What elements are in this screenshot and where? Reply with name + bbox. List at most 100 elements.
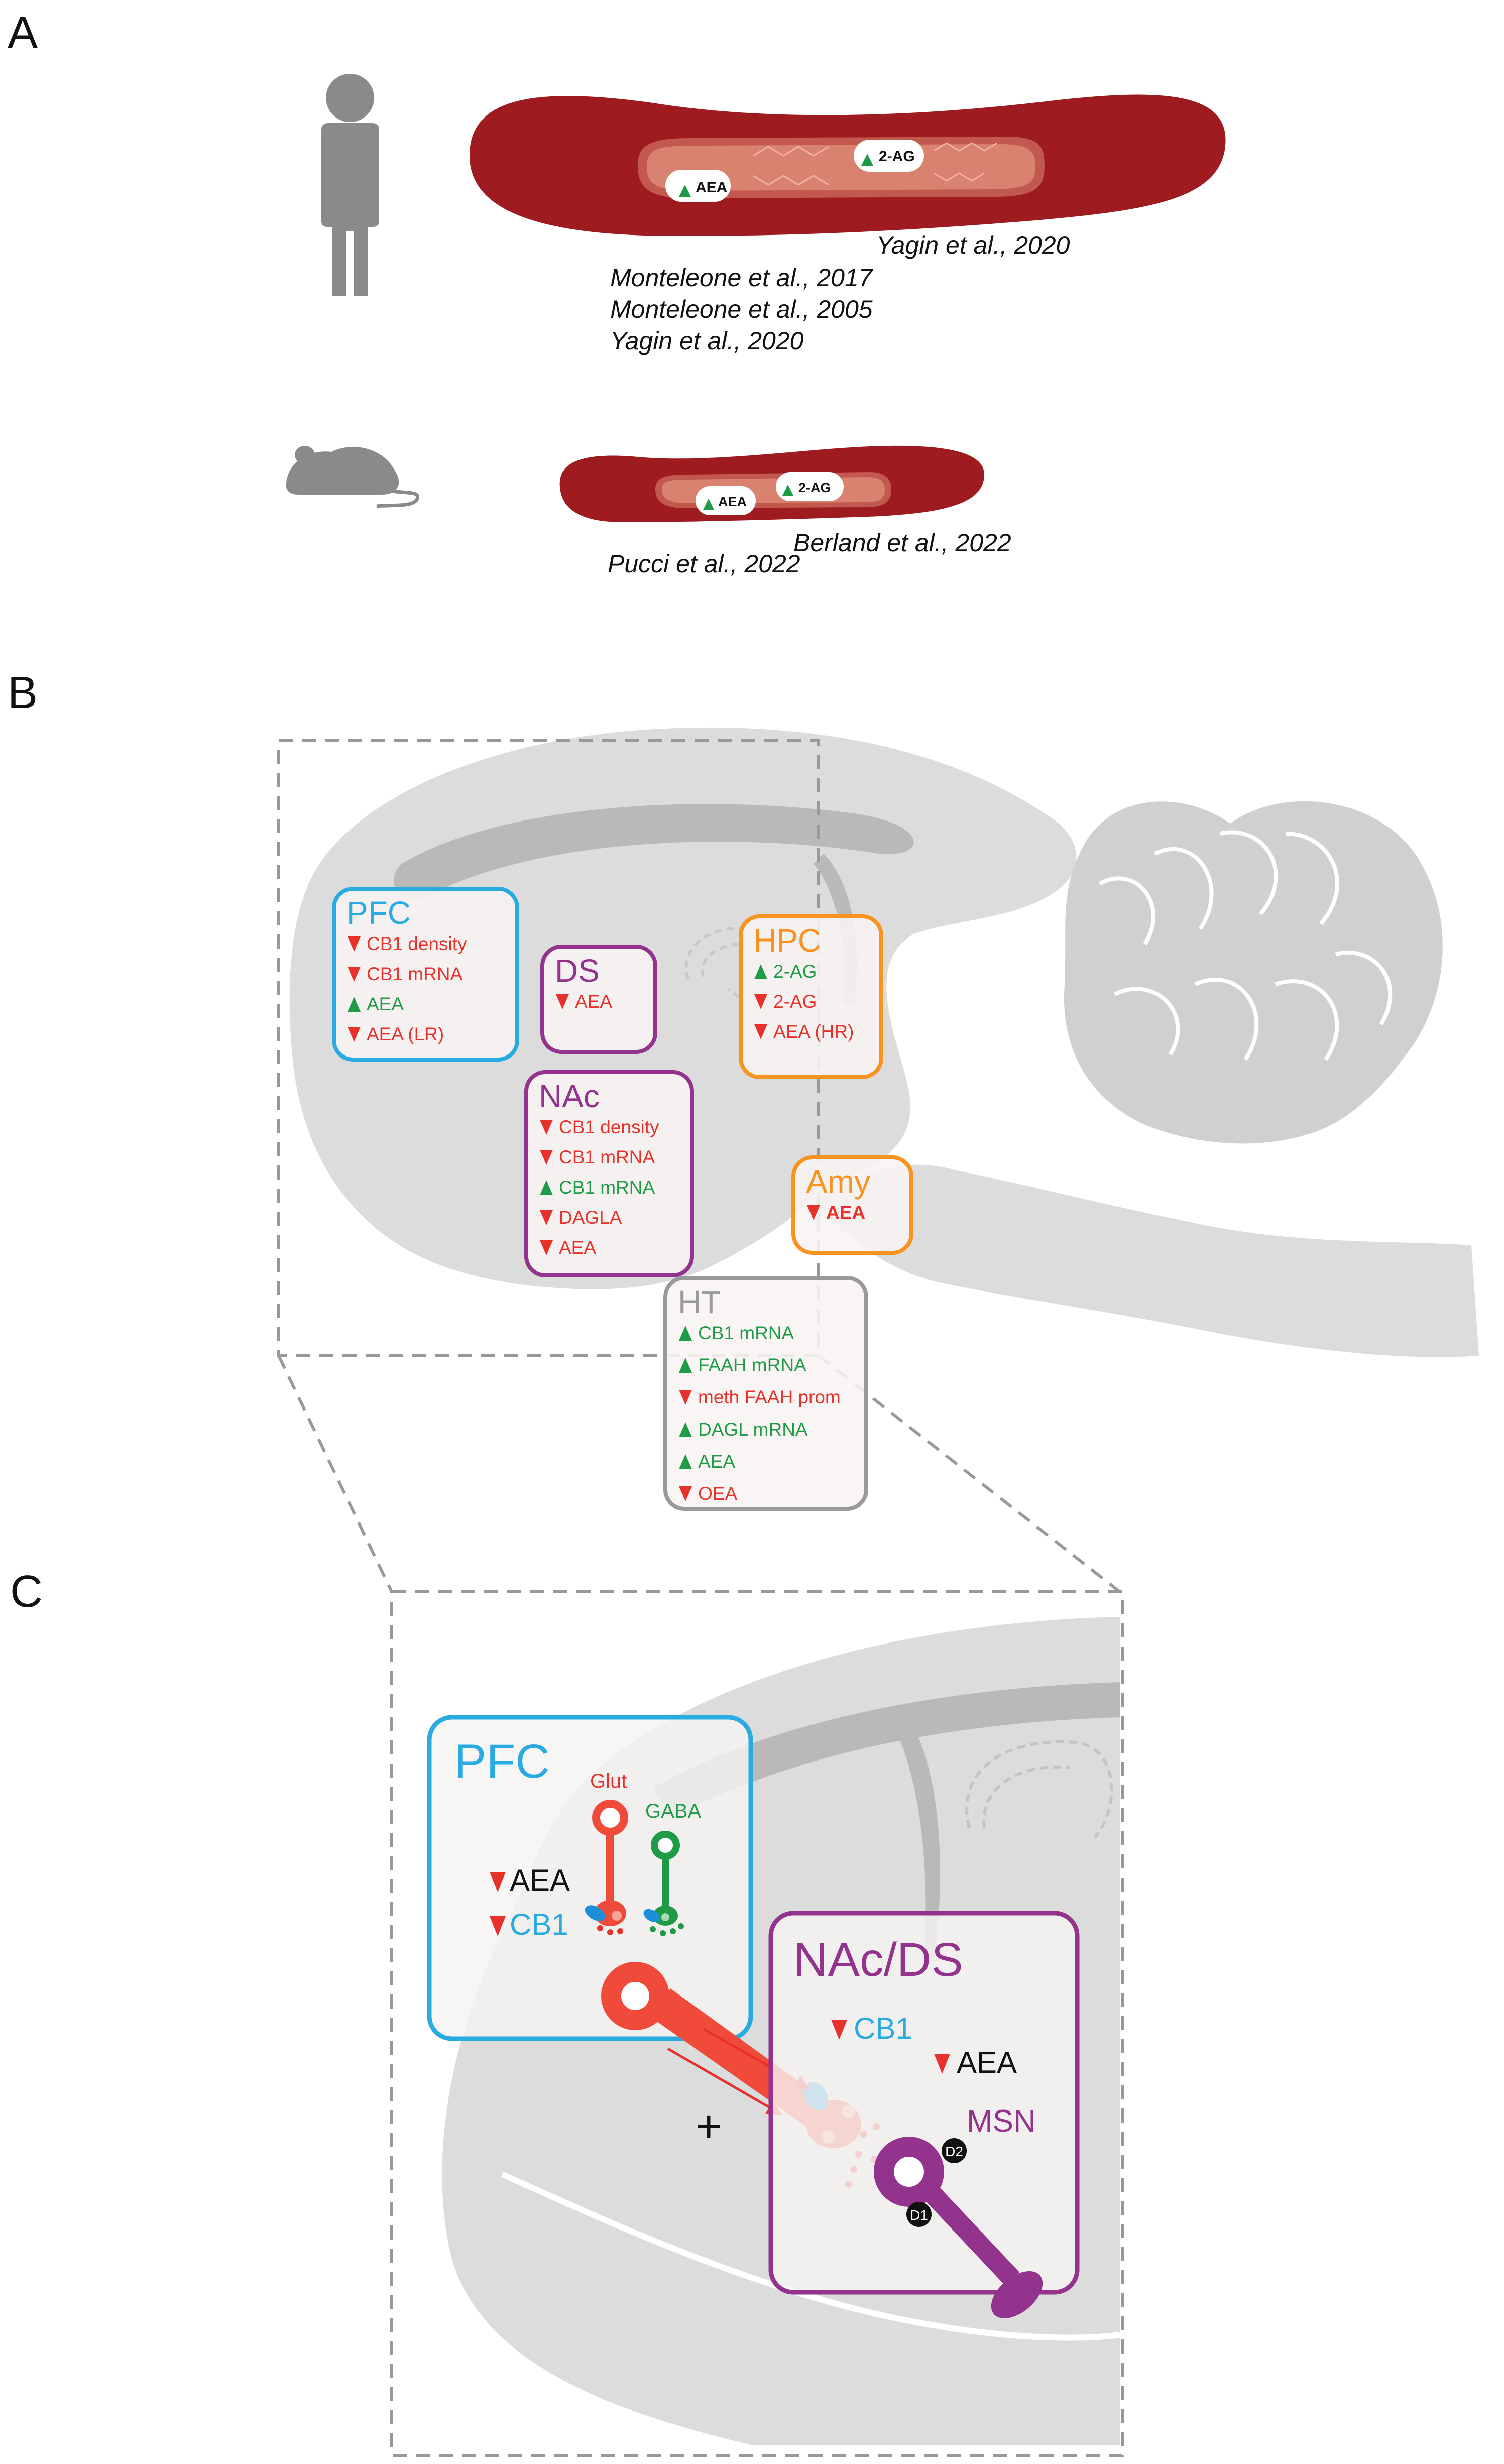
- gaba-neuron: [651, 1831, 680, 1926]
- up-arrow-icon: [861, 154, 873, 166]
- citation: Pucci et al., 2022: [608, 550, 800, 578]
- human-blood-vessel: [470, 94, 1226, 237]
- region-item-label: DAGLA: [559, 1207, 622, 1228]
- mouse-icon: [286, 446, 419, 508]
- region-item-label: CB1 mRNA: [559, 1147, 655, 1167]
- up-arrow-icon: [754, 964, 767, 979]
- pfc-cb1-label: CB1: [510, 1908, 568, 1941]
- mouse-2ag-pill: 2-AG: [776, 472, 844, 501]
- region-item-label: CB1 mRNA: [698, 1323, 794, 1343]
- cb1-receptor-icon: [585, 1905, 606, 1921]
- region-title: NAc: [539, 1078, 600, 1114]
- region-item-label: AEA (LR): [367, 1024, 444, 1044]
- down-arrow-icon: [934, 2054, 950, 2074]
- pfc-title: PFC: [454, 1735, 550, 1788]
- region-title: DS: [555, 953, 600, 989]
- nacds-box: [768, 1911, 1080, 2295]
- region-item-label: OEA: [698, 1483, 737, 1504]
- msn-neuron: [874, 2137, 1043, 2318]
- down-arrow-icon: [348, 967, 361, 982]
- down-arrow-icon: [679, 1390, 692, 1405]
- citation: Berland et al., 2022: [793, 529, 1011, 557]
- region-item-label: AEA: [575, 991, 612, 1012]
- gaba-label: GABA: [645, 1800, 701, 1822]
- up-arrow-icon: [679, 185, 691, 197]
- human-icon: [321, 74, 379, 296]
- region-item-label: CB1 mRNA: [559, 1177, 655, 1198]
- down-arrow-icon: [754, 1024, 767, 1039]
- svg-text:AEA: AEA: [718, 494, 747, 509]
- panel-label-c: C: [10, 1567, 43, 1617]
- sagittal-brain: [289, 727, 1479, 1357]
- region-title: HPC: [753, 922, 821, 959]
- down-arrow-icon: [754, 994, 767, 1009]
- zoom-connector: [277, 1355, 393, 1593]
- d1-receptor-icon: D1: [906, 2202, 932, 2227]
- cb1-receptor-icon: [643, 1909, 660, 1923]
- plus-sign: +: [696, 2101, 722, 2152]
- up-arrow-icon: [540, 1180, 553, 1195]
- down-arrow-icon: [807, 1205, 820, 1220]
- up-arrow-icon: [679, 1422, 692, 1437]
- up-arrow-icon: [679, 1358, 692, 1373]
- region-item-label: CB1 mRNA: [367, 964, 463, 984]
- down-arrow-icon: [490, 1916, 506, 1936]
- down-arrow-icon: [540, 1210, 553, 1225]
- region-item-label: DAGL mRNA: [698, 1419, 808, 1440]
- down-arrow-icon: [348, 936, 361, 952]
- zoom-connector: [818, 1354, 1121, 1593]
- region-item-label: AEA: [559, 1237, 596, 1258]
- region-item-label: meth FAAH prom: [698, 1387, 841, 1407]
- msn-label: MSN: [967, 2104, 1036, 2139]
- region-item-label: AEA: [698, 1451, 735, 1472]
- svg-text:D1: D1: [910, 2207, 928, 2223]
- down-arrow-icon: [556, 994, 569, 1009]
- human-2ag-pill: 2-AG: [854, 140, 924, 172]
- d2-receptor-icon: D2: [942, 2138, 967, 2163]
- citation: Monteleone et al., 2005: [610, 295, 873, 323]
- region-title: PFC: [346, 895, 411, 931]
- pfc-aea-label: AEA: [510, 1863, 570, 1897]
- glut-label: Glut: [590, 1770, 627, 1792]
- mouse-blood-vessel: [559, 445, 984, 522]
- citation: Yagin et al., 2020: [610, 327, 804, 355]
- region-item-label: 2-AG: [773, 961, 817, 982]
- down-arrow-icon: [490, 1872, 506, 1892]
- panel-label-a: A: [8, 8, 38, 58]
- nacds-title: NAc/DS: [793, 1933, 963, 1986]
- panel-label-b: B: [8, 668, 38, 718]
- down-arrow-icon: [831, 2020, 847, 2040]
- down-arrow-icon: [540, 1120, 553, 1135]
- region-item-label: CB1 density: [559, 1117, 659, 1137]
- region-item-label: AEA: [367, 994, 404, 1014]
- region-item-label: AEA: [826, 1202, 865, 1223]
- down-arrow-icon: [540, 1150, 553, 1165]
- up-arrow-icon: [679, 1326, 692, 1341]
- svg-text:2-AG: 2-AG: [879, 148, 915, 165]
- region-item-label: FAAH mRNA: [698, 1355, 806, 1375]
- up-arrow-icon: [703, 499, 714, 510]
- svg-text:D2: D2: [945, 2144, 963, 2159]
- svg-text:2-AG: 2-AG: [798, 480, 831, 495]
- region-item-label: 2-AG: [773, 991, 817, 1012]
- region-title: Amy: [806, 1163, 870, 1200]
- zoom-panel-frame: [390, 1590, 1124, 2457]
- citation: Monteleone et al., 2017: [610, 264, 874, 292]
- pfc-box: [427, 1715, 753, 2041]
- region-title: HT: [678, 1284, 721, 1320]
- up-arrow-icon: [782, 485, 793, 496]
- svg-text:AEA: AEA: [696, 179, 727, 196]
- up-arrow-icon: [679, 1454, 692, 1469]
- human-aea-pill: AEA: [665, 170, 731, 202]
- region-item-label: CB1 density: [367, 933, 467, 954]
- down-arrow-icon: [540, 1240, 553, 1255]
- nacds-aea-label: AEA: [957, 2046, 1017, 2079]
- down-arrow-icon: [348, 1027, 361, 1042]
